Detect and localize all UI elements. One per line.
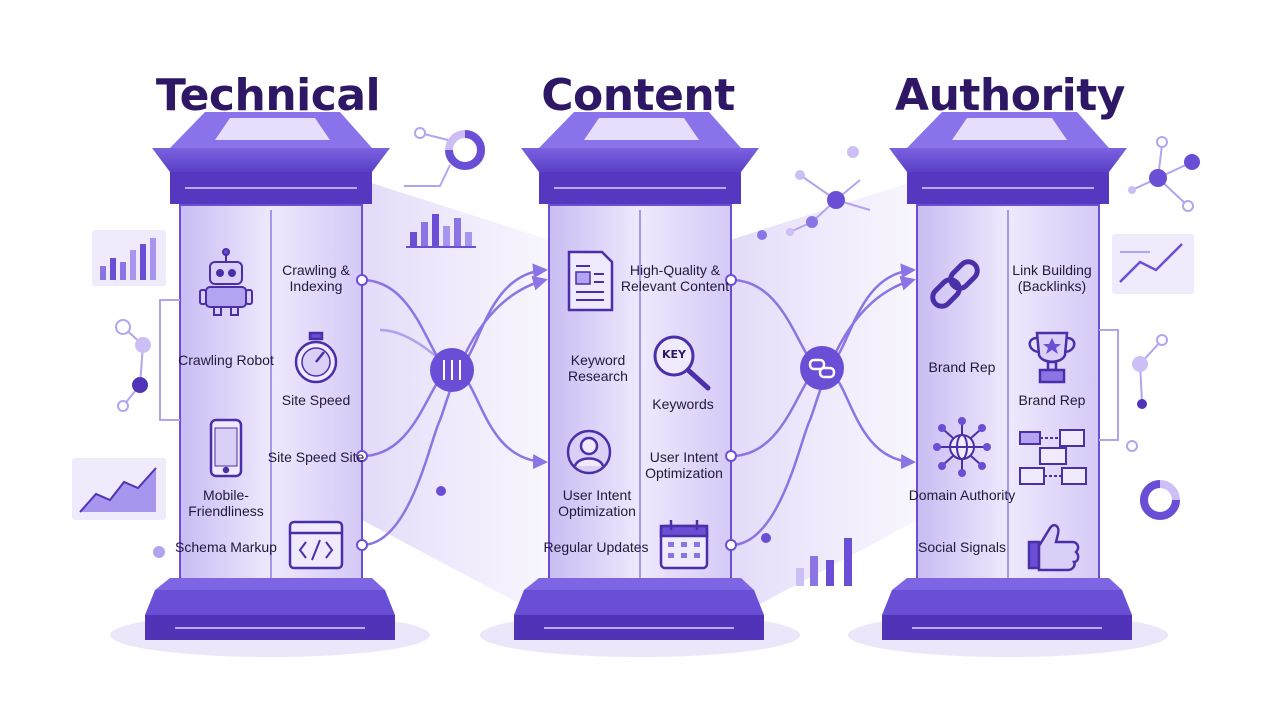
decor-line-chart-right bbox=[1112, 234, 1194, 294]
hub-sliders-lines bbox=[443, 360, 461, 380]
pillar-title-authority: Authority bbox=[895, 70, 1125, 121]
pillar-content bbox=[514, 112, 764, 640]
label-social-signals: Social Signals bbox=[918, 539, 1006, 555]
calendar-icon bbox=[659, 520, 709, 570]
label-site-speed: Site Speed bbox=[281, 392, 351, 408]
key-text: KEY bbox=[661, 348, 686, 361]
beam-content-authority bbox=[730, 180, 918, 620]
trophy-icon bbox=[1028, 331, 1076, 384]
label-crawling-robot: Crawling Robot bbox=[178, 352, 274, 368]
connected-cards-icon bbox=[1019, 429, 1087, 485]
label-user-intent-optimization-left: User Intent Optimization bbox=[558, 487, 636, 519]
document-icon bbox=[567, 250, 614, 312]
pillar-title-technical: Technical bbox=[155, 70, 381, 121]
user-avatar-icon bbox=[566, 429, 612, 475]
label-high-quality-content: High-Quality & Relevant Content bbox=[620, 262, 730, 294]
label-schema-markup: Schema Markup bbox=[175, 539, 277, 555]
label-site-speed-site: Site Speed Site bbox=[267, 449, 365, 465]
chain-link-icon bbox=[930, 259, 980, 309]
smartphone-icon bbox=[209, 418, 243, 478]
code-window-icon bbox=[288, 520, 344, 570]
label-keyword-research: Keyword Research bbox=[568, 352, 628, 384]
label-link-building: Link Building (Backlinks) bbox=[1012, 262, 1092, 294]
decor-donut-right bbox=[1140, 480, 1180, 520]
label-mobile-friendliness: Mobile-Friendliness bbox=[188, 487, 264, 519]
network-globe-icon bbox=[933, 417, 991, 477]
decor-bar-chart-left bbox=[92, 230, 166, 286]
stopwatch-icon bbox=[294, 331, 338, 384]
label-user-intent-optimization-right: User Intent Optimization bbox=[645, 449, 723, 481]
label-domain-authority: Domain Authority bbox=[908, 487, 1016, 503]
beam-technical-content bbox=[362, 180, 550, 620]
decor-bars-bottom bbox=[796, 538, 852, 586]
label-regular-updates: Regular Updates bbox=[543, 539, 649, 555]
decor-bars-top bbox=[406, 214, 476, 248]
robot-icon bbox=[199, 248, 253, 316]
thumbs-up-icon bbox=[1027, 523, 1080, 572]
pillar-authority bbox=[882, 112, 1132, 640]
label-brand-rep-left: Brand Rep bbox=[928, 359, 996, 375]
decor-line-chart-left bbox=[72, 458, 166, 520]
label-keywords: Keywords bbox=[652, 396, 714, 412]
pillar-technical bbox=[145, 112, 395, 640]
label-brand-rep-right: Brand Rep bbox=[1018, 392, 1086, 408]
decor-donut-chart bbox=[445, 130, 485, 170]
keyword-magnifier-icon bbox=[653, 335, 711, 391]
label-crawling-indexing: Crawling & Indexing bbox=[282, 262, 350, 294]
pillar-title-content: Content bbox=[541, 70, 735, 121]
